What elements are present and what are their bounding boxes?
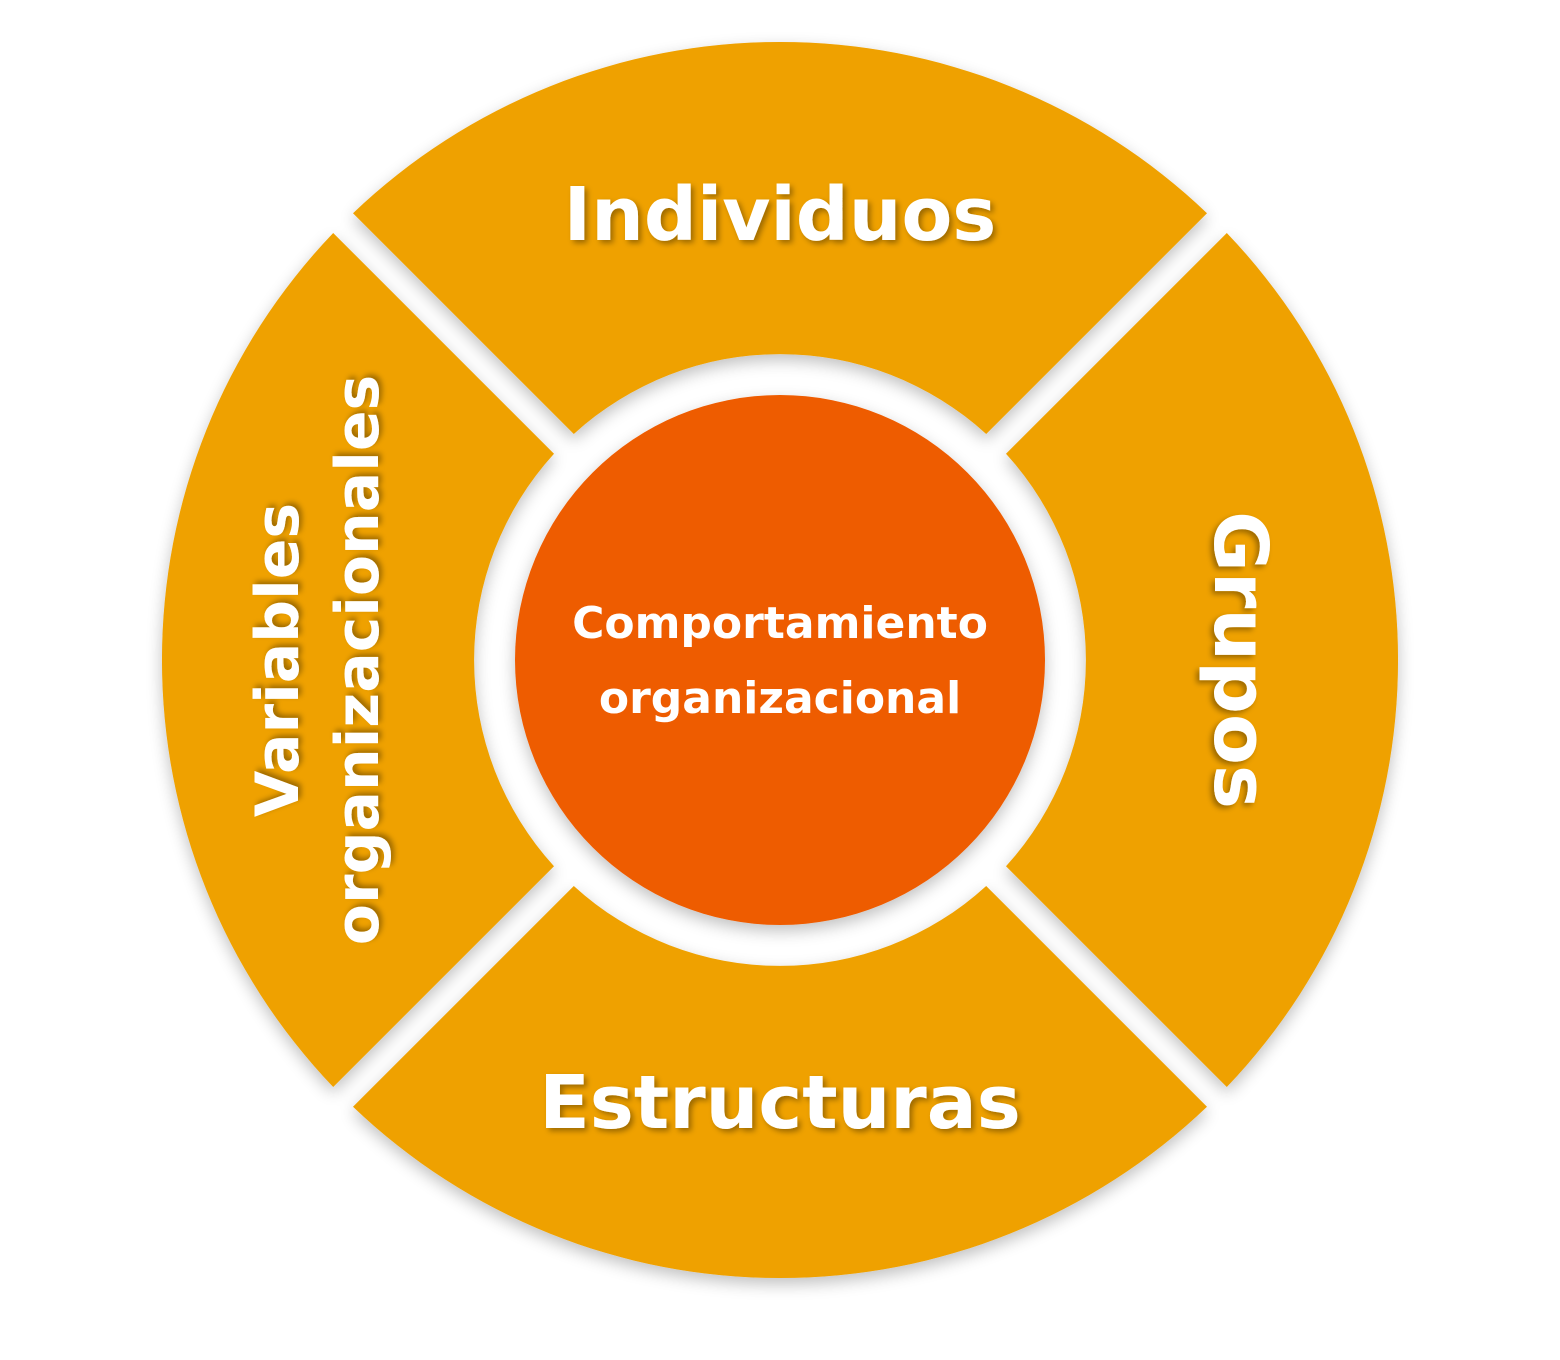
segment-individuos bbox=[353, 41, 1207, 434]
label-individuos: Individuos bbox=[564, 172, 997, 258]
segment-variables-organizacionales bbox=[161, 233, 554, 1087]
center-circle bbox=[515, 395, 1045, 925]
segment-grupos bbox=[1006, 233, 1399, 1087]
segment-estructuras bbox=[353, 886, 1207, 1279]
label-organizacionales: organizacionales bbox=[323, 375, 393, 945]
label-grupos: Grupos bbox=[1197, 511, 1283, 809]
label-variables: Variables bbox=[243, 503, 313, 817]
center-label-line2: organizacional bbox=[599, 673, 961, 724]
center-label-line1: Comportamiento bbox=[572, 598, 988, 649]
label-estructuras: Estructuras bbox=[539, 1060, 1021, 1146]
